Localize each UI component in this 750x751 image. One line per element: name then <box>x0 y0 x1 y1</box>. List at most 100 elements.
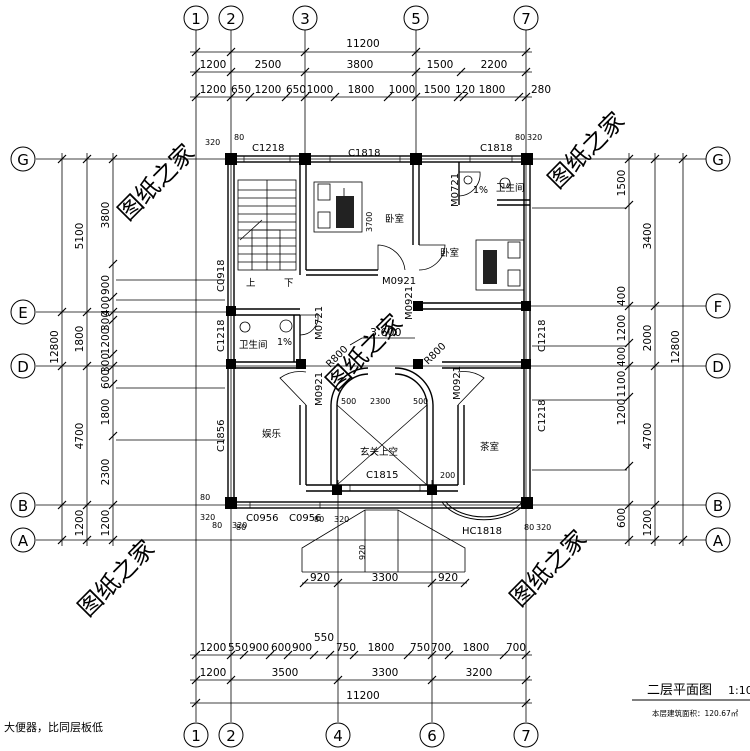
dim-top-r2-4: 1000 <box>307 84 334 96</box>
dim-misc-5: 320 <box>200 513 215 522</box>
porch-outline <box>301 509 466 573</box>
leader-lines <box>116 207 627 471</box>
dim-right-in-4: 1100 <box>616 371 628 398</box>
dim-top-r1-1: 2500 <box>255 59 282 71</box>
door-m0921-ent: M0921 <box>314 372 325 406</box>
dim-left-mid-3: 1200 <box>74 510 86 537</box>
watermark-5: 图纸之家 <box>504 525 592 613</box>
win-c1218-right-lower: C1218 <box>537 400 548 432</box>
axis-right-b: B <box>713 497 723 515</box>
dim-right-mid-1: 2000 <box>642 325 654 352</box>
stair-up: 上 <box>246 278 256 289</box>
axis-left-d: D <box>17 358 29 376</box>
door-m0921-tea: M0921 <box>452 366 463 400</box>
dim-misc-7: 320 <box>232 521 247 530</box>
dim-right-outer: 12800 <box>670 330 682 363</box>
axis-left-g: G <box>17 151 29 169</box>
dim-top-r2-1: 650 <box>231 84 251 96</box>
dim-bot-r2-0: 1200 <box>200 667 227 679</box>
room-bathroom-2: 卫生间 <box>496 182 525 194</box>
dim-top-r2-10: 280 <box>531 84 551 96</box>
dim-bot-r1-3: 600 <box>271 642 291 654</box>
dim-left-mid-2: 4700 <box>74 423 86 450</box>
room-labels: 卧室 卧室 卫生间 卫生间 娱乐 玄关上空 茶室 上 下 3.600 1% 1% <box>239 182 525 458</box>
title-block: 二层平面图 1:10 本层建筑面积：120.67㎡ 大便器，比同层板低 <box>4 683 750 734</box>
stair-down: 下 <box>284 278 294 289</box>
dim-top-r1-3: 1500 <box>427 59 454 71</box>
dim-bottom: 1200 550 900 600 900 550 750 1800 750 70… <box>200 572 526 702</box>
toilet-fixtures <box>239 175 511 333</box>
dim-left-in-7: 1800 <box>100 399 112 426</box>
door-m0721-top: M0721 <box>450 173 461 207</box>
dim-top: 11200 1200 2500 3800 1500 2200 1200 650 … <box>200 38 551 96</box>
dim-top-r1-2: 3800 <box>347 59 374 71</box>
dim-top-r2-0: 1200 <box>200 84 227 96</box>
dim-right-mid-3: 1200 <box>642 510 654 537</box>
axis-lines <box>36 28 714 722</box>
axis-right-g: G <box>712 151 724 169</box>
window-marks <box>227 156 531 508</box>
columns <box>225 153 533 509</box>
slope-2: 1% <box>473 185 488 196</box>
dim-bot-r1-7: 1800 <box>368 642 395 654</box>
dim-left-mid-1: 1800 <box>74 326 86 353</box>
bed-1-blanket <box>336 196 354 228</box>
dim-left-in-2: 400 <box>100 296 112 316</box>
dim-left-in-8: 2300 <box>100 459 112 486</box>
dim-misc-9: 320 <box>334 515 349 524</box>
dim-bot-r1-1: 550 <box>228 642 248 654</box>
dim-misc-10: 80 <box>524 523 534 532</box>
dim-bot-r2-2: 3300 <box>372 667 399 679</box>
drawing-scale: 1:10 <box>728 684 750 697</box>
win-c1218-left: C1218 <box>216 320 227 352</box>
room-bedroom-1: 卧室 <box>385 213 404 225</box>
dim-misc-16: 2300 <box>370 397 390 406</box>
door-m0721-bath: M0721 <box>314 306 325 340</box>
axis-left-e: E <box>18 304 27 322</box>
dim-misc-12: 500 <box>341 397 356 406</box>
dim-bot-r1-6: 750 <box>336 642 356 654</box>
dim-misc-8: 80 <box>314 515 324 524</box>
door-m0921-bed2: M0921 <box>404 286 415 320</box>
elevation-mark <box>349 337 415 346</box>
axis-bottom-6: 6 <box>427 727 437 745</box>
axis-bubbles <box>10 5 731 748</box>
axis-bottom-4: 4 <box>333 727 343 745</box>
axis-top-2: 2 <box>226 10 236 28</box>
dim-misc-14: 200 <box>440 471 455 480</box>
dim-bot-r1-11: 700 <box>506 642 526 654</box>
win-c0918: C0918 <box>216 260 227 292</box>
dim-misc-17: 920 <box>358 545 367 560</box>
dim-left-in-3: 300 <box>100 311 112 331</box>
dim-misc-1: 320 <box>205 138 220 147</box>
dim-right-in-6: 600 <box>616 508 628 528</box>
dim-left-in-1: 900 <box>100 275 112 295</box>
room-entertainment: 娱乐 <box>262 428 282 440</box>
walls <box>227 155 531 521</box>
dim-misc-13: 500 <box>413 397 428 406</box>
dim-bot-r1-9: 700 <box>431 642 451 654</box>
dim-left-in-4: 1200 <box>100 328 112 355</box>
dim-right: 12800 3400 2000 4700 1200 1500 400 1200 … <box>616 170 682 537</box>
bottom-note: 大便器，比同层板低 <box>4 720 103 734</box>
label-r800-right: R800 <box>422 341 448 367</box>
dim-left-in-6: 600 <box>100 369 112 389</box>
win-c1218-top-left: C1218 <box>252 143 284 154</box>
dim-misc-18: 80 <box>236 523 246 532</box>
dim-misc-6: 80 <box>212 521 222 530</box>
dim-misc: 80 320 80 320 80 320 80 320 80 320 80 32… <box>200 133 551 560</box>
win-c1218-right-upper: C1218 <box>537 320 548 352</box>
dim-bot-total: 11200 <box>346 690 379 702</box>
dim-misc-11: 320 <box>536 523 551 532</box>
dim-top-r2-7: 1500 <box>424 84 451 96</box>
dim-top-r2-8: 120 <box>455 84 475 96</box>
win-c1856: C1856 <box>216 420 227 452</box>
dim-misc-3: 320 <box>527 133 542 142</box>
dimension-lines <box>61 51 684 704</box>
win-hc1818: HC1818 <box>462 526 502 537</box>
dim-top-r2-9: 1800 <box>479 84 506 96</box>
dim-left: 12800 5100 1800 4700 1200 3800 900 400 3… <box>49 202 112 537</box>
axis-bottom-1: 1 <box>191 727 201 745</box>
slope-1: 1% <box>277 337 292 348</box>
dim-bot-r1-5: 550 <box>314 632 334 644</box>
